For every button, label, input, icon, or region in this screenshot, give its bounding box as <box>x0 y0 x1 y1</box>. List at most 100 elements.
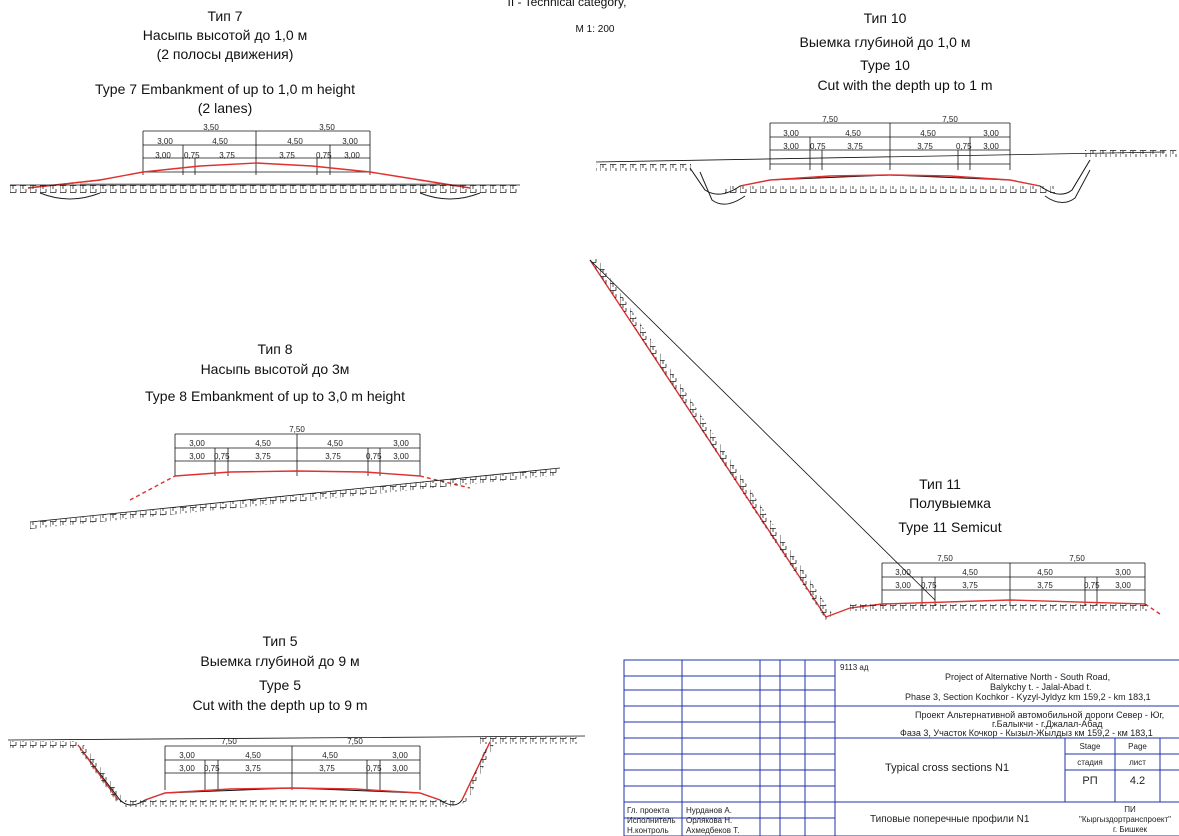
type10-dim-low-6: 3,00 <box>983 142 999 151</box>
stamp-project-ru-2: г.Балыкчи - г.Джалал-Абад <box>992 719 1103 729</box>
type7-dim-low-1: 3,00 <box>155 151 171 160</box>
type5-grade-line <box>144 787 441 801</box>
stamp-frame <box>623 659 1179 836</box>
type10-dim-top-right: 7,50 <box>942 115 958 124</box>
type7-dim-top-right: 3,50 <box>319 123 335 132</box>
type10-en-title: Type 10 <box>860 57 910 73</box>
type10-dim-mid-4: 3,00 <box>983 129 999 138</box>
type10-dim-low-5: 0,75 <box>956 142 972 151</box>
type7-dim-mid-3: 4,50 <box>287 137 303 146</box>
type8-ru-title: Тип 8 <box>257 341 293 357</box>
stamp-name-2: Орлякова Н. <box>686 816 733 825</box>
type7-dim-low-4: 3,75 <box>279 151 295 160</box>
type11-dim-low-3: 3,75 <box>962 581 978 590</box>
type11-ru-title: Тип 11 <box>919 476 961 492</box>
type11-dim-top-left: 7,50 <box>937 554 953 563</box>
stamp-project-ru-3: Фаза 3, Участок Кочкор - Кызыл-Жылдыз км… <box>900 728 1153 738</box>
type7-ru-title: Тип 7 <box>207 8 243 24</box>
type7-ground-hatch <box>10 185 520 193</box>
type5-dim-low-5: 0,75 <box>366 764 382 773</box>
type11-dim-mid-1: 3,00 <box>895 568 911 577</box>
stamp-name-3: Ахмедбеков Т. <box>686 826 740 835</box>
type5-ground-hatch <box>125 800 455 807</box>
type10-grade-line <box>739 174 1041 187</box>
type11-en-desc: Type 11 Semicut <box>898 519 1002 535</box>
type8-dim-low-2: 0,75 <box>214 452 230 461</box>
type5-dim-low-2: 0,75 <box>204 764 220 773</box>
type11-dim-mid-3: 4,50 <box>1037 568 1053 577</box>
type11-dim-low-4: 3,75 <box>1037 581 1053 590</box>
type10-en-desc: Cut with the depth up to 1 m <box>817 77 993 93</box>
stamp-role-2: Исполнитель <box>627 816 676 825</box>
type5-dim-top-left: 7,50 <box>221 737 237 746</box>
type5-dim-top-right: 7,50 <box>347 737 363 746</box>
type10-dimension-grid <box>769 122 1011 170</box>
type5-dim-low-4: 3,75 <box>319 764 335 773</box>
type10-cross-section <box>595 122 1179 205</box>
stamp-title-en: Typical cross sections N1 <box>885 762 1010 774</box>
type8-dim-mid-1: 3,00 <box>189 439 205 448</box>
type7-dim-top-left: 3,50 <box>203 123 219 132</box>
type11-dim-low-6: 3,00 <box>1115 581 1131 590</box>
type5-dim-low-1: 3,00 <box>179 764 195 773</box>
type5-en-title: Type 5 <box>258 677 302 693</box>
type10-dim-low-1: 3,00 <box>783 142 799 151</box>
type5-dim-mid-1: 3,00 <box>179 751 195 760</box>
stamp-org-1: ПИ <box>1124 805 1136 814</box>
category-label: II - Technical category, <box>507 0 627 9</box>
type7-dim-mid-1: 3,00 <box>157 137 173 146</box>
stamp-org-3: г. Бишкек <box>1112 825 1148 834</box>
type11-dim-low-2: 0,75 <box>921 581 937 590</box>
type11-dimension-grid <box>881 562 1146 606</box>
type11-dim-mid-2: 4,50 <box>962 568 978 577</box>
type8-dim-top: 7,50 <box>289 425 305 434</box>
type8-dim-low-4: 3,75 <box>325 452 341 461</box>
stamp-project-ru-1: Проект Альтернативной автомобильной доро… <box>915 710 1165 720</box>
stamp-page-en: Page <box>1128 742 1147 751</box>
type5-ru-desc: Выемка глубиной до 9 м <box>200 653 360 669</box>
type8-ground-hatch <box>30 468 560 529</box>
type7-dim-low-6: 3,00 <box>344 151 360 160</box>
type7-en-lanes: (2 lanes) <box>197 100 253 116</box>
type8-dim-mid-3: 4,50 <box>327 439 343 448</box>
type10-dim-top-left: 7,50 <box>822 115 838 124</box>
type11-cross-section <box>589 258 1161 620</box>
type7-en-desc: Type 7 Embankment of up to 1,0 m height <box>95 81 355 97</box>
type10-ru-title: Тип 10 <box>863 10 907 26</box>
type5-dim-mid-2: 4,50 <box>245 751 261 760</box>
type5-ru-title: Тип 5 <box>262 633 298 649</box>
type5-dim-low-3: 3,75 <box>245 764 261 773</box>
scale-label: M 1: 200 <box>575 24 615 35</box>
type5-cross-section <box>7 735 586 807</box>
type8-dim-low-6: 3,00 <box>393 452 409 461</box>
type11-dim-top-right: 7,50 <box>1069 554 1085 563</box>
type8-dim-low-3: 3,75 <box>255 452 271 461</box>
type11-dim-mid-4: 3,00 <box>1115 568 1131 577</box>
type10-dim-low-3: 3,75 <box>847 142 863 151</box>
type7-cross-section <box>10 130 520 200</box>
type10-dim-mid-2: 4,50 <box>845 129 861 138</box>
type11-ru-desc: Полувыемка <box>909 495 991 511</box>
stamp-project-en-2: Balykchy t. - Jalal-Abad t. <box>990 682 1092 692</box>
type8-dim-low-1: 3,00 <box>189 452 205 461</box>
type5-dim-mid-4: 3,00 <box>392 751 408 760</box>
stamp-role-1: Гл. проекта <box>627 806 670 815</box>
type7-dim-low-5: 0,75 <box>316 151 332 160</box>
type5-dim-low-6: 3,00 <box>392 764 408 773</box>
type8-grade-line <box>174 470 421 477</box>
type7-ru-desc: Насыпь высотой до 1,0 м <box>142 27 308 43</box>
stamp-stage-value: РП <box>1082 775 1098 787</box>
type10-ground-hatch <box>725 186 1055 193</box>
stamp-page-ru: лист <box>1129 758 1146 767</box>
type7-ru-lanes: (2 полосы движения) <box>156 46 294 62</box>
stamp-code: 9113 ад <box>840 663 869 672</box>
stamp-role-3: Н.контроль <box>627 826 669 835</box>
type7-dim-mid-4: 3,00 <box>342 137 358 146</box>
type7-dim-mid-2: 4,50 <box>212 137 228 146</box>
type5-dim-mid-3: 4,50 <box>322 751 338 760</box>
type10-dim-low-2: 0,75 <box>810 142 826 151</box>
type7-dim-low-3: 3,75 <box>219 151 235 160</box>
stamp-stage-ru: стадия <box>1077 758 1103 767</box>
type7-dim-low-2: 0,75 <box>184 151 200 160</box>
